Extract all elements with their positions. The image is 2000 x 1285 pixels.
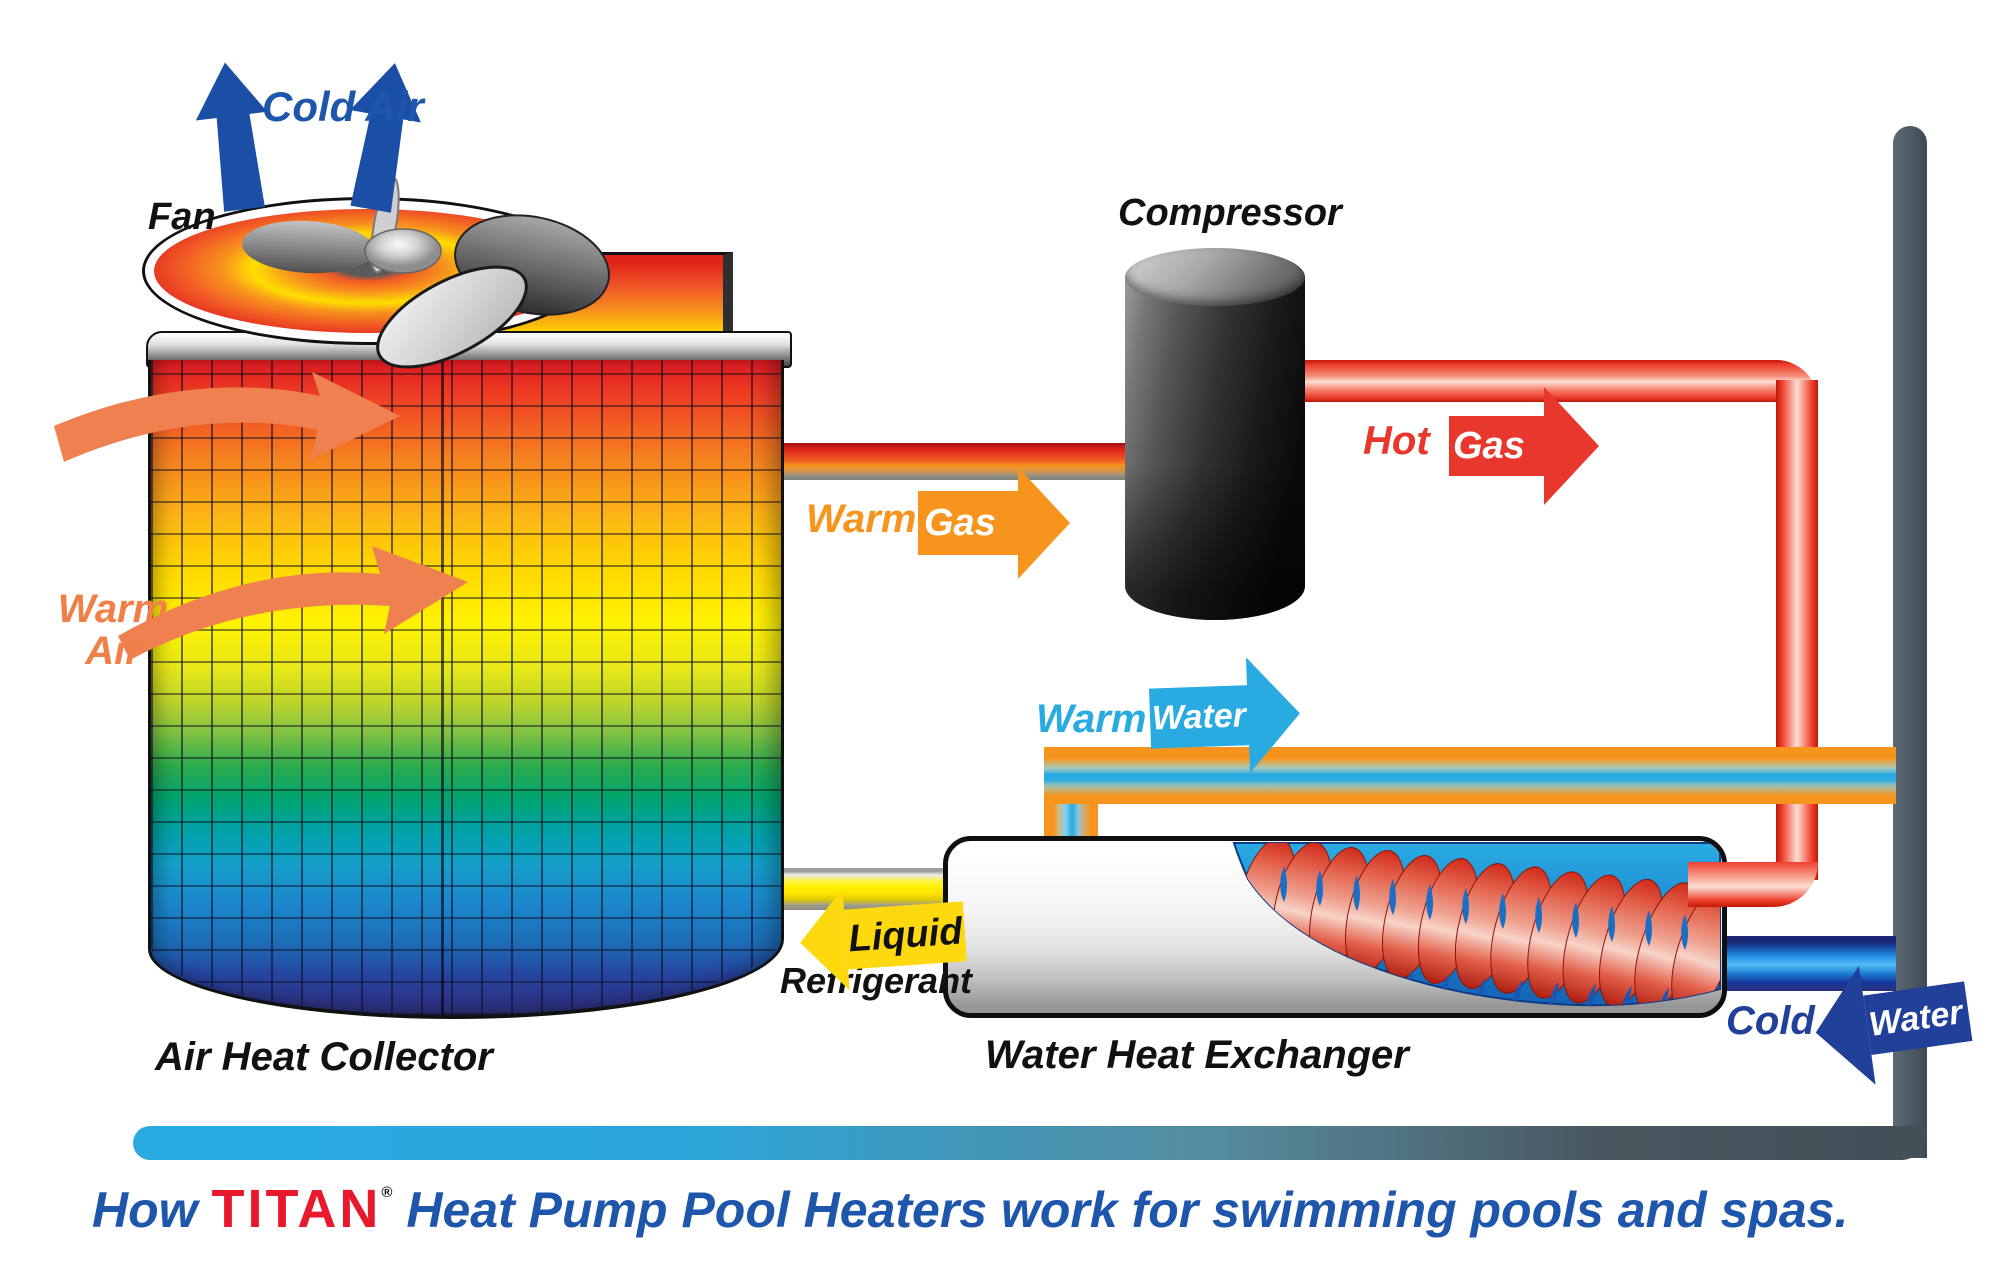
air-heat-collector [148,360,784,1019]
registered-mark: ® [381,1184,393,1201]
warm-air-label-line1: Warm [57,587,169,631]
cold-water-arrow: Water [1807,952,1974,1092]
caption-prefix: How [92,1182,198,1238]
cold-air-arrow-left [195,62,268,212]
fan-hub [364,228,442,274]
cold-water-arrow-text: Water [1863,981,1973,1056]
cold-air-arrows-icon [195,62,421,213]
warm-water-arrow-text: Water [1148,685,1252,749]
hot-gas-arrow-text: Gas [1449,416,1548,476]
warm-water-arrow: Water [1148,655,1302,776]
cold-air-label: Cold Air [262,83,424,130]
warm-air-arrow-upper [54,372,400,462]
fan-label: Fan [148,196,216,238]
warm-gas-arrowhead-icon [1018,467,1070,579]
warm-air-label: Warm Air [48,588,178,672]
liquid-refrigerant-arrowhead-icon [796,888,850,994]
warm-air-label-line2: Air [85,629,141,673]
liquid-refrigerant-pipe [772,868,952,910]
fan-blade-front [376,265,528,369]
compressor-top [1125,248,1305,306]
compressor-body [1125,276,1305,620]
warm-air-arrow-lower [118,546,468,660]
warm-gas-arrow: Gas [918,467,1070,579]
warm-air-arrows-icon [54,372,468,660]
pool-frame-bottom [133,1126,1927,1160]
cold-air-arrow-right [350,63,421,213]
refrigerant-label: Refrigerant [780,960,973,1001]
exchanger-coil [1232,842,1721,1007]
collector-divider-line [440,360,444,1015]
caption: How TITAN® Heat Pump Pool Heaters work f… [92,1178,1848,1240]
hot-gas-label: Hot [1363,419,1430,463]
water-heat-exchanger-label: Water Heat Exchanger [985,1033,1409,1077]
hot-gas-arrow: Gas [1449,387,1599,505]
warm-gas-arrow-text: Gas [918,491,1024,555]
water-heat-exchanger [943,836,1727,1018]
warm-water-label: Warm [1036,697,1147,741]
cold-water-arrowhead-icon [1807,965,1876,1092]
liquid-refrigerant-arrow: Liquid [796,880,969,994]
cold-water-label: Cold [1726,999,1815,1043]
liquid-refrigerant-arrow-text: Liquid [843,901,967,970]
warm-water-arrowhead-icon [1245,655,1302,774]
caption-suffix: Heat Pump Pool Heaters work for swimming… [406,1182,1849,1238]
air-heat-collector-label: Air Heat Collector [155,1035,493,1079]
fan-icon [242,176,610,369]
compressor-label: Compressor [1118,192,1342,234]
warm-water-pipe [1044,747,1896,804]
hot-gas-arrowhead-icon [1544,387,1599,505]
warm-gas-label: Warm [806,497,917,541]
titan-logo: TITAN [211,1179,382,1239]
pool-frame-vertical [1893,126,1927,1158]
collector-grid [151,360,781,1015]
hot-gas-pipe-inlet [1688,862,1748,907]
fan-blade-left [242,220,374,274]
hot-gas-pipe-vertical [1776,380,1818,880]
cold-water-pipe [1713,936,1896,991]
